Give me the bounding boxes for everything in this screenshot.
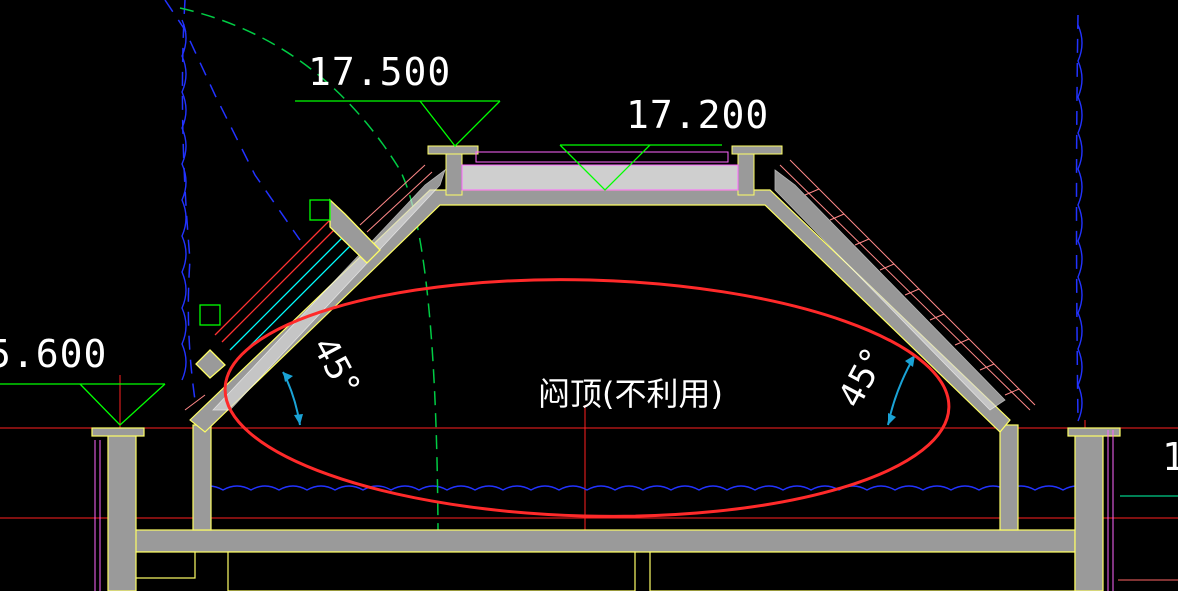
attic-note: 闷顶(不利用) [538,375,723,413]
roof-tiles-left [184,164,433,411]
highlight-ellipse [223,278,951,518]
roof-tiles-right [779,159,1036,411]
elevation-marker-eave-left: 5.600 [0,332,166,426]
elevation-label-ridge-right: 17.200 [626,93,769,137]
elevation-marker-ridge-right: 17.200 [559,93,769,191]
revision-cloud-lines [181,19,1092,491]
left-column-details [94,440,101,591]
elevation-label-eave-left: 5.600 [0,332,107,376]
elevation-marker-right-edge: 1 [1120,435,1178,497]
elevation-marker-ridge-left: 17.500 [295,50,501,147]
elevation-label-ridge-left: 17.500 [308,50,451,94]
swing-arc [179,7,439,591]
right-column-details [1107,430,1178,591]
elevation-label-right-edge: 1 [1162,435,1178,479]
blue-dashed-boundary [164,0,1079,421]
structure [91,424,1121,591]
skylight-window [195,198,381,379]
